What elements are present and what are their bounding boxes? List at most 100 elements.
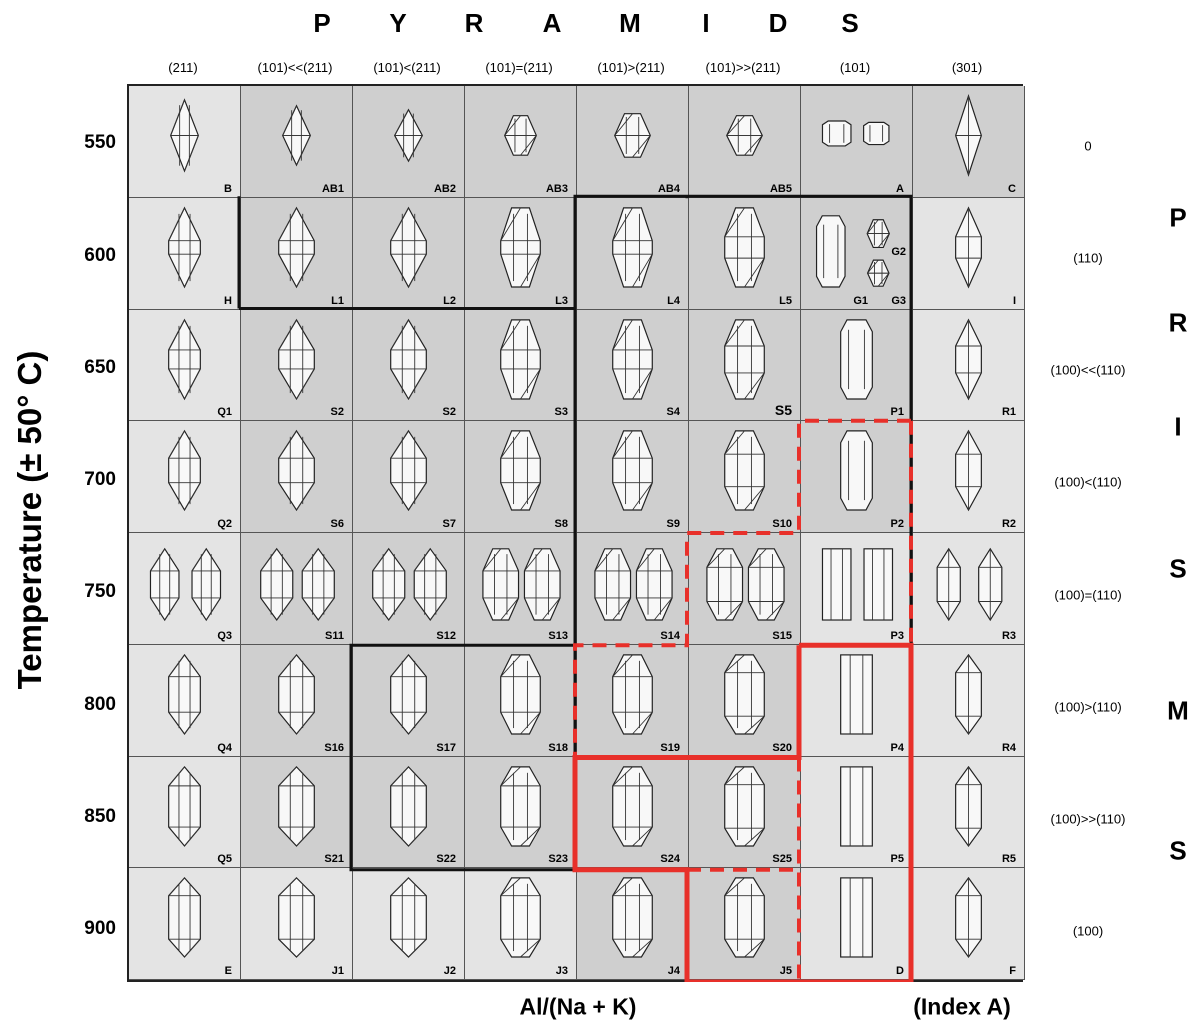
crystal-cell: L2: [353, 198, 465, 310]
cell-label: S2: [443, 406, 456, 418]
pyramids-letter: A: [543, 8, 562, 39]
crystal-cell: I: [913, 198, 1025, 310]
crystal-cell: H: [129, 198, 241, 310]
cell-label: R2: [1002, 518, 1016, 530]
crystal-cell: C: [913, 86, 1025, 198]
x-axis-title: Al/(Na + K): [520, 994, 637, 1021]
crystal-drawing: [465, 198, 576, 309]
crystal-cell: F: [913, 868, 1025, 980]
cell-label: A: [896, 183, 904, 195]
pyramids-letter: Y: [389, 8, 406, 39]
cell-label: AB1: [322, 183, 344, 195]
crystal-cell: R3: [913, 533, 1025, 645]
crystal-drawing: [577, 533, 688, 644]
prisms-letter: I: [1174, 412, 1181, 443]
crystal-drawing: [689, 86, 800, 197]
cell-label: S23: [548, 853, 568, 865]
cell-label: H: [224, 295, 232, 307]
row-header: 0: [1028, 138, 1148, 153]
row-header: (100): [1028, 924, 1148, 939]
crystal-cell: P3: [801, 533, 913, 645]
crystal-drawing: [913, 757, 1024, 868]
row-header: (100)>(110): [1028, 699, 1148, 714]
cell-label: R5: [1002, 853, 1016, 865]
crystal-drawing: [801, 310, 912, 421]
crystal-cell: B: [129, 86, 241, 198]
prisms-letter: R: [1169, 308, 1188, 339]
cell-label: S24: [660, 853, 680, 865]
crystal-cell: S2: [241, 310, 353, 422]
cell-label: R3: [1002, 630, 1016, 642]
crystal-drawing: [801, 421, 912, 532]
crystal-drawing: [465, 757, 576, 868]
crystal-drawing: [465, 310, 576, 421]
crystal-drawing: [577, 86, 688, 197]
crystal-drawing: [689, 868, 800, 979]
crystal-cell: Q1: [129, 310, 241, 422]
crystal-cell: J1: [241, 868, 353, 980]
row-header: (110): [1028, 250, 1148, 265]
cell-label: S2: [331, 406, 344, 418]
crystal-drawing: [913, 310, 1024, 421]
cell-label: S11: [325, 630, 344, 642]
crystal-cell: AB3: [465, 86, 577, 198]
cell-label: P5: [891, 853, 904, 865]
column-header: (101)>>(211): [706, 60, 781, 75]
cell-label: S16: [324, 742, 344, 754]
crystal-cell: S14: [577, 533, 689, 645]
crystal-cell: S22: [353, 757, 465, 869]
cell-label: S13: [548, 630, 568, 642]
crystal-cell: J4: [577, 868, 689, 980]
crystal-cell: S10: [689, 421, 801, 533]
cell-label: D: [896, 965, 904, 977]
crystal-drawing: [577, 757, 688, 868]
crystal-cell: P4: [801, 645, 913, 757]
crystal-cell: S15: [689, 533, 801, 645]
crystal-cell: R5: [913, 757, 1025, 869]
crystal-cell: AB4: [577, 86, 689, 198]
crystal-drawing: [465, 86, 576, 197]
crystal-drawing: [577, 198, 688, 309]
index-label: (Index A): [913, 994, 1011, 1021]
cell-label: Q1: [217, 406, 232, 418]
crystal-drawing: [241, 310, 352, 421]
crystal-cell: S25: [689, 757, 801, 869]
crystal-drawing: [577, 868, 688, 979]
cell-label: S20: [772, 742, 792, 754]
pyramids-letter: M: [619, 8, 641, 39]
crystal-drawing: [129, 86, 240, 197]
crystal-cell: S13: [465, 533, 577, 645]
crystal-drawing: [801, 86, 912, 197]
temperature-label: 850: [68, 806, 116, 828]
crystal-drawing: [801, 757, 912, 868]
crystal-drawing: [689, 757, 800, 868]
cell-label: AB3: [546, 183, 568, 195]
crystal-drawing: [353, 86, 464, 197]
row-header: (100)=(110): [1028, 587, 1148, 602]
cell-label: R4: [1002, 742, 1016, 754]
temperature-label: 750: [68, 581, 116, 603]
cell-label: S19: [660, 742, 680, 754]
pyramids-letter: P: [313, 8, 330, 39]
crystal-cell: S5: [689, 310, 801, 422]
crystal-cell: S6: [241, 421, 353, 533]
crystal-cell: S20: [689, 645, 801, 757]
cell-label: S9: [667, 518, 680, 530]
crystal-cell: S11: [241, 533, 353, 645]
cell-label: L1: [331, 295, 344, 307]
cell-label: S8: [555, 518, 568, 530]
crystal-cell: S17: [353, 645, 465, 757]
cell-label: P1: [891, 406, 904, 418]
crystal-cell: S16: [241, 645, 353, 757]
crystal-cell: R4: [913, 645, 1025, 757]
crystal-cell: S7: [353, 421, 465, 533]
crystal-drawing: [801, 868, 912, 979]
column-header: (101)=(211): [485, 60, 552, 75]
crystal-cell: S21: [241, 757, 353, 869]
crystal-drawing: [129, 868, 240, 979]
crystal-drawing: [241, 421, 352, 532]
row-header: (100)>>(110): [1028, 812, 1148, 827]
crystal-drawing: [353, 198, 464, 309]
crystal-drawing: [689, 645, 800, 756]
